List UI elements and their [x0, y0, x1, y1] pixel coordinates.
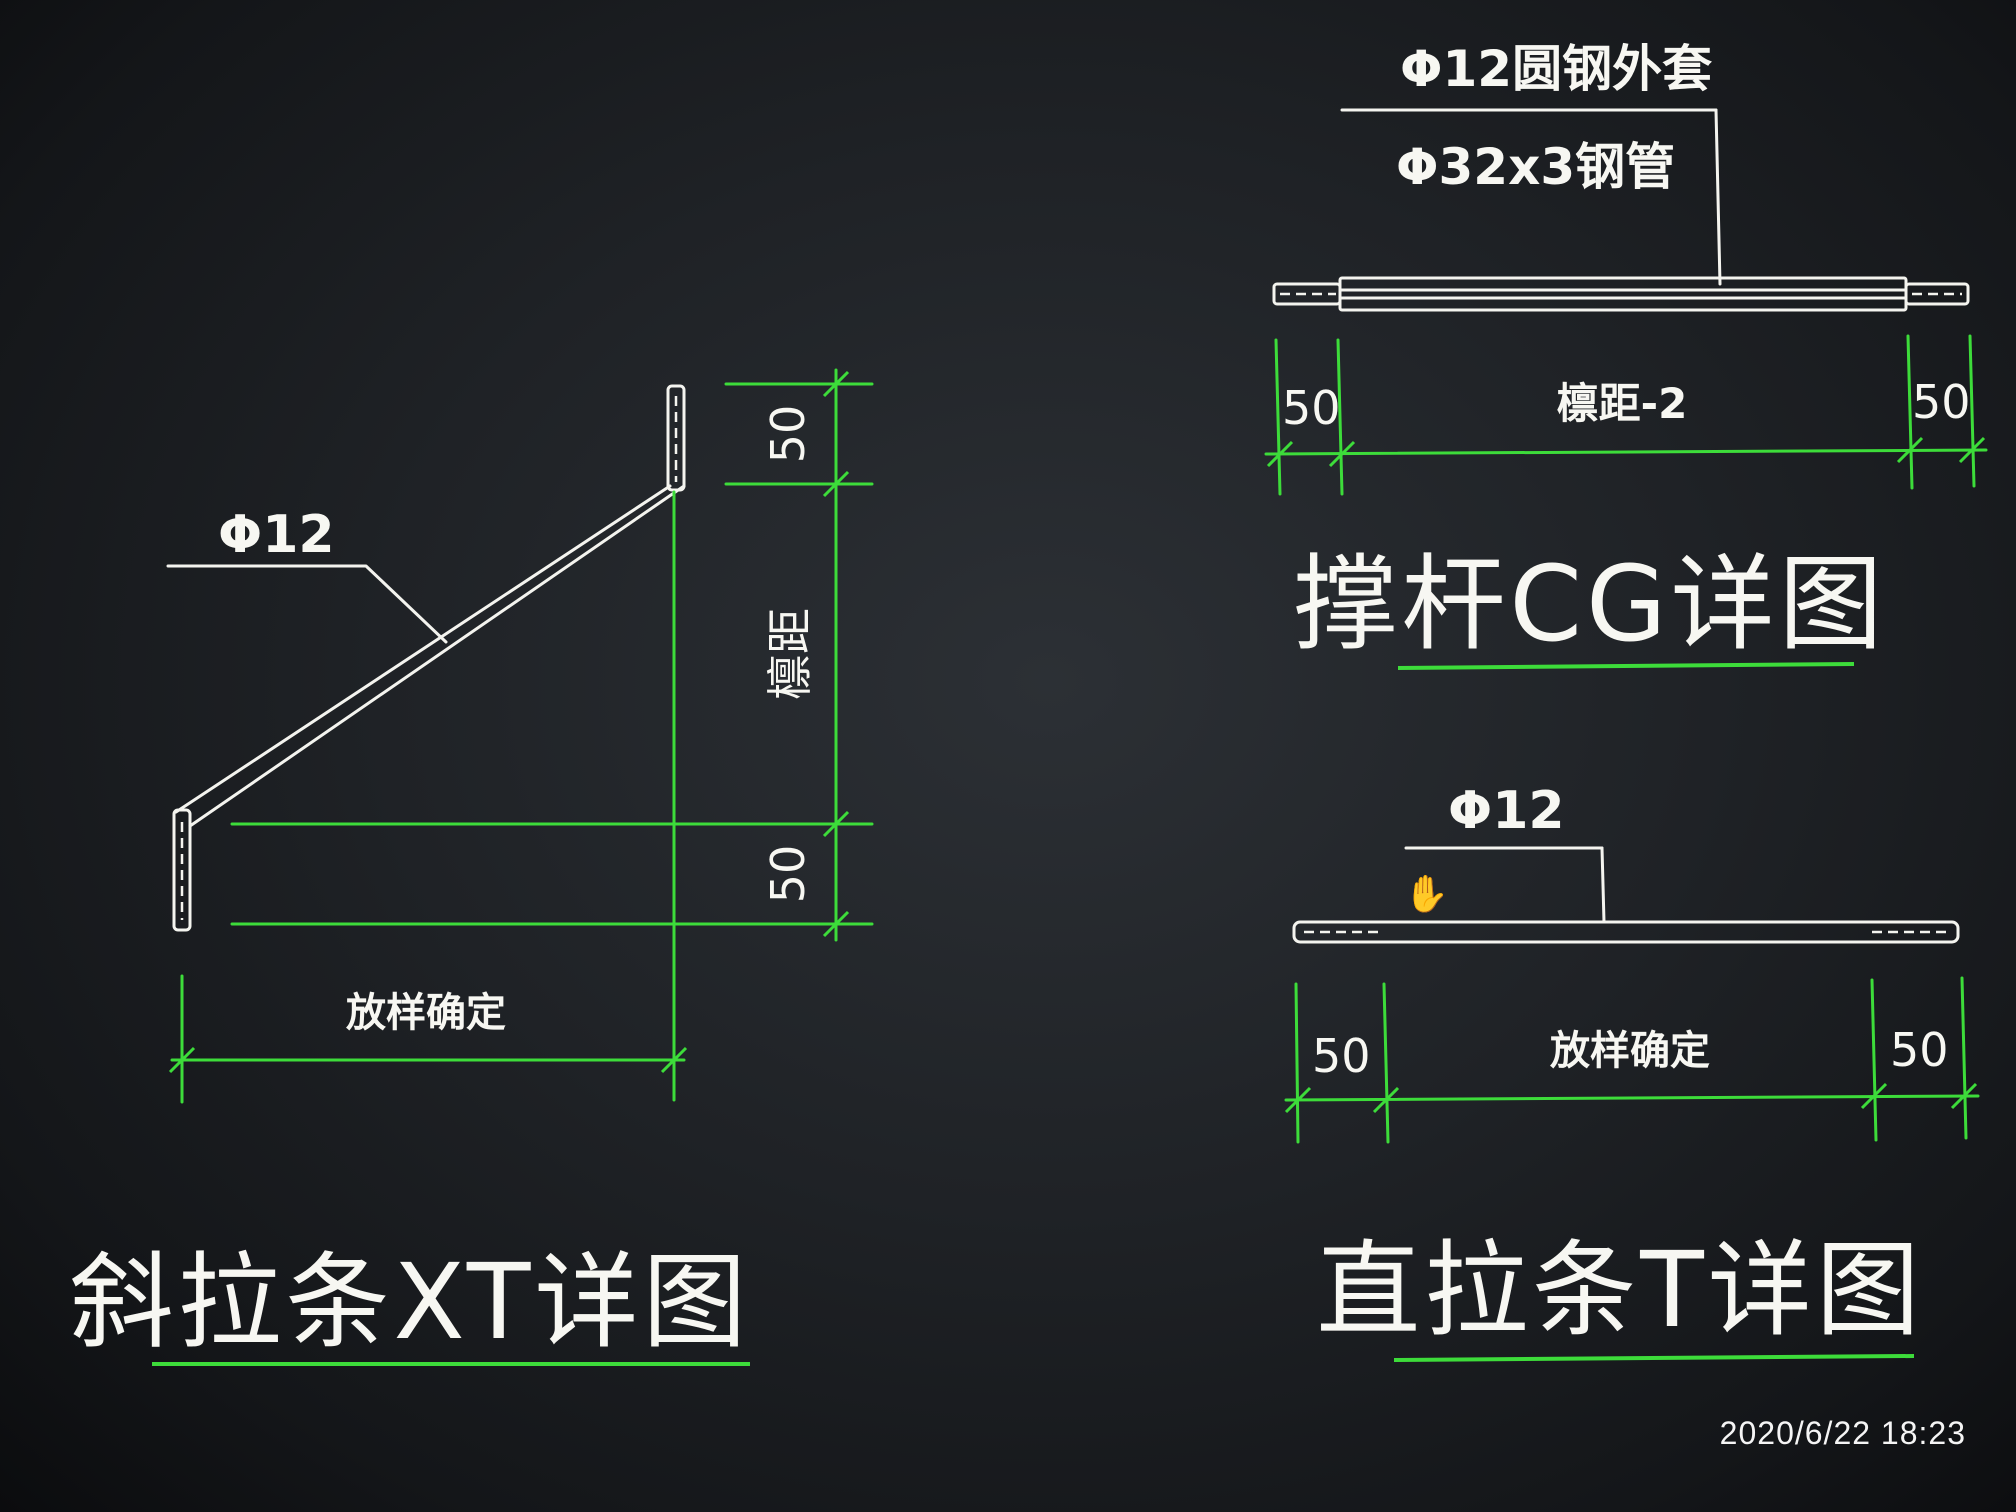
straight-tie-dimensions: 50 放样确定 50: [1284, 976, 1980, 1144]
hand-cursor-icon: ✋: [1404, 873, 1449, 915]
diagonal-tie-detail: Φ12 50 檩距 50 放样确定 斜拉条XT详图: [70, 368, 874, 1366]
straight-tie-label: Φ12: [1448, 781, 1565, 841]
diagonal-tie-horizontal-dimension: 放样确定: [168, 974, 688, 1104]
photo-timestamp: 2020/6/22 18:23: [1719, 1415, 1966, 1451]
strut-detail: Φ12圆钢外套 Φ32x3钢管 50 檩距-2: [1264, 40, 1988, 670]
straight-tie-bar: [1292, 920, 1960, 944]
diagonal-tie-title: 斜拉条XT详图: [70, 1241, 751, 1363]
diagonal-tie-leader: Φ12: [166, 505, 448, 644]
diagonal-tie-vertical-dimensions: 50 檩距 50: [230, 368, 874, 1102]
strut-label-bottom: Φ32x3钢管: [1396, 138, 1675, 196]
strut-label-top: Φ12圆钢外套: [1400, 40, 1712, 98]
diagonal-tie-dim-horizontal: 放样确定: [346, 990, 506, 1036]
diagonal-tie-dim-bottom: 50: [761, 845, 815, 904]
straight-tie-title: 直拉条T详图: [1316, 1229, 1924, 1351]
diagonal-tie-dim-mid: 檩距: [763, 608, 817, 700]
strut-dim-left: 50: [1282, 381, 1341, 435]
straight-tie-leader: Φ12: [1404, 781, 1606, 924]
strut-bar: [1272, 276, 1970, 312]
straight-tie-detail: Φ12 ✋ 50 放样确定 50 直拉条T详图: [1284, 781, 1980, 1362]
strut-dimensions: 50 檩距-2 50: [1264, 334, 1988, 496]
diagonal-tie-rod: [172, 384, 686, 932]
strut-leader: Φ12圆钢外套 Φ32x3钢管: [1340, 40, 1722, 286]
straight-tie-title-underline: [1393, 1354, 1915, 1362]
straight-tie-dim-mid: 放样确定: [1550, 1028, 1710, 1074]
straight-tie-dim-right: 50: [1890, 1023, 1949, 1077]
strut-dim-mid: 檩距-2: [1557, 379, 1688, 428]
straight-tie-dim-left: 50: [1312, 1029, 1371, 1083]
strut-title: 撑杆CG详图: [1293, 543, 1886, 665]
strut-title-underline: [1397, 662, 1855, 670]
strut-dim-right: 50: [1912, 375, 1971, 429]
diagonal-tie-label: Φ12: [218, 505, 335, 565]
diagonal-tie-dim-top: 50: [761, 405, 815, 464]
